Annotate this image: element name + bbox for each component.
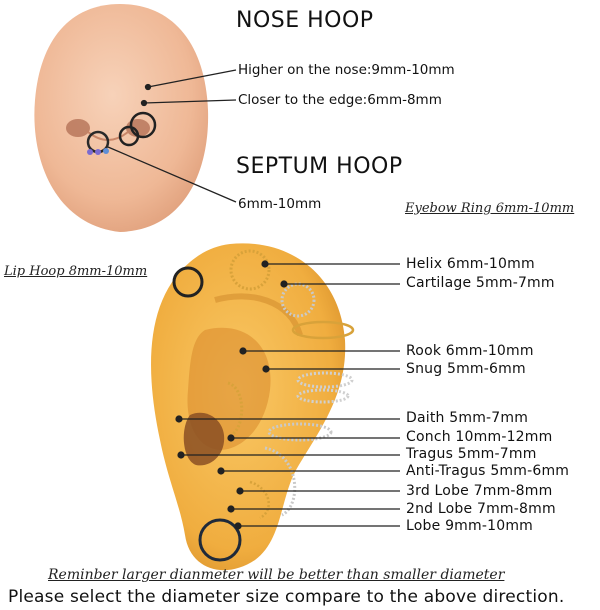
- reminder-note: Reminber larger dianmeter will be better…: [48, 567, 505, 583]
- nose-closer-label: Closer to the edge:6mm-8mm: [238, 92, 442, 108]
- ear-leader-lines: [175, 260, 400, 530]
- ear-label-snug: Snug 5mm-6mm: [406, 361, 526, 377]
- ear-label-2nd-lobe: 2nd Lobe 7mm-8mm: [406, 501, 556, 517]
- ear-label-conch: Conch 10mm-12mm: [406, 429, 553, 445]
- ear-rings: [172, 249, 355, 562]
- ear-label-3rd-lobe: 3rd Lobe 7mm-8mm: [406, 483, 553, 499]
- ear-label-anti-tragus: Anti-Tragus 5mm-6mm: [406, 463, 570, 479]
- lip-hoop-note: Lip Hoop 8mm-10mm: [4, 264, 148, 279]
- ear-label-daith: Daith 5mm-7mm: [406, 410, 529, 426]
- instruction-text: Please select the diameter size compare …: [8, 587, 565, 607]
- eyebrow-ring-note: Eyebow Ring 6mm-10mm: [405, 201, 575, 216]
- nose-higher-label: Higher on the nose:9mm-10mm: [238, 62, 455, 78]
- ear-label-lobe: Lobe 9mm-10mm: [406, 518, 533, 534]
- ear-label-helix: Helix 6mm-10mm: [406, 256, 535, 272]
- ear-label-rook: Rook 6mm-10mm: [406, 343, 534, 359]
- ear-label-tragus: Tragus 5mm-7mm: [406, 446, 537, 462]
- septum-size-label: 6mm-10mm: [238, 196, 322, 212]
- nose-rings: [86, 111, 157, 155]
- septum-hoop-title: SEPTUM HOOP: [236, 154, 403, 179]
- nose-model: [34, 4, 209, 232]
- nose-leader-lines: [107, 69, 237, 203]
- nose-hoop-title: NOSE HOOP: [236, 8, 374, 33]
- ear-label-cartilage: Cartilage 5mm-7mm: [406, 275, 555, 291]
